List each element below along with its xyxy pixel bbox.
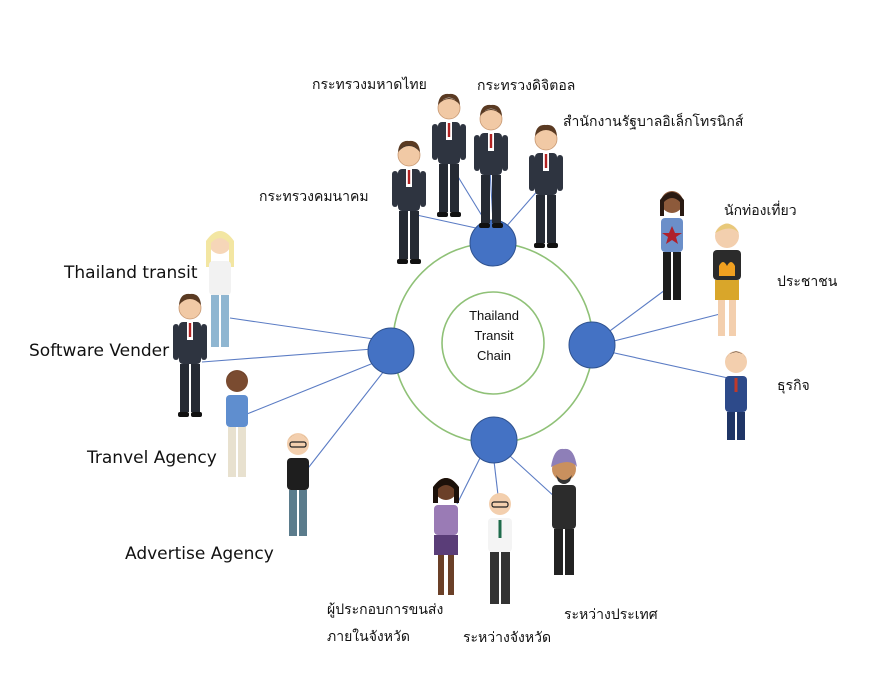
person-tourist xyxy=(660,191,684,300)
private-node xyxy=(367,327,415,375)
operators-node xyxy=(470,416,518,464)
person-transport-ministry xyxy=(391,140,427,265)
center-label-line: Thailand xyxy=(469,308,519,323)
person-local-operator xyxy=(433,478,459,595)
label-transport-ministry: กระทรวงคมนาคม xyxy=(259,189,369,205)
person-interior-ministry xyxy=(431,93,467,218)
center-label: Thailand Transit Chain xyxy=(444,306,544,366)
label-tourist: นักท่องเที่ยว xyxy=(724,203,797,219)
person-international-operator xyxy=(551,448,577,575)
person-ega xyxy=(528,124,564,249)
label-local-operator-line2: ภายในจังหวัด xyxy=(327,629,410,645)
label-local-operator-line1: ผู้ประกอบการขนส่ง xyxy=(327,602,444,618)
label-international-operator: ระหว่างประเทศ xyxy=(564,607,658,623)
person-interprovince-operator xyxy=(488,493,512,604)
label-business: ธุรกิจ xyxy=(777,378,810,394)
person-travel-agency xyxy=(226,370,248,477)
public-node xyxy=(568,321,616,369)
person-advertise-agency xyxy=(287,433,309,536)
label-advertise-agency: Advertise Agency xyxy=(125,544,274,564)
center-label-line: Chain xyxy=(477,348,511,363)
label-interprovince-operator: ระหว่างจังหวัด xyxy=(463,630,552,646)
person-business xyxy=(725,351,747,440)
person-digital-ministry xyxy=(473,104,509,229)
inner-ring xyxy=(441,291,545,395)
connector-lines xyxy=(201,161,729,513)
label-citizen: ประชาชน xyxy=(777,274,838,290)
label-software-vender: Software Vender xyxy=(29,341,170,361)
center-label-line: Transit xyxy=(474,328,514,343)
label-digital-ministry: กระทรวงดิจิตอล xyxy=(477,78,576,94)
label-travel-agency: Tranvel Agency xyxy=(87,448,217,468)
person-citizen xyxy=(713,223,741,336)
label-thailand-transit: Thailand transit xyxy=(64,263,198,283)
person-software-vender xyxy=(172,293,208,418)
person-thailand-transit xyxy=(206,231,234,347)
label-ega: สำนักงานรัฐบาลอิเล็กโทรนิกส์ xyxy=(563,114,744,130)
label-interior-ministry: กระทรวงมหาดไทย xyxy=(312,77,427,93)
